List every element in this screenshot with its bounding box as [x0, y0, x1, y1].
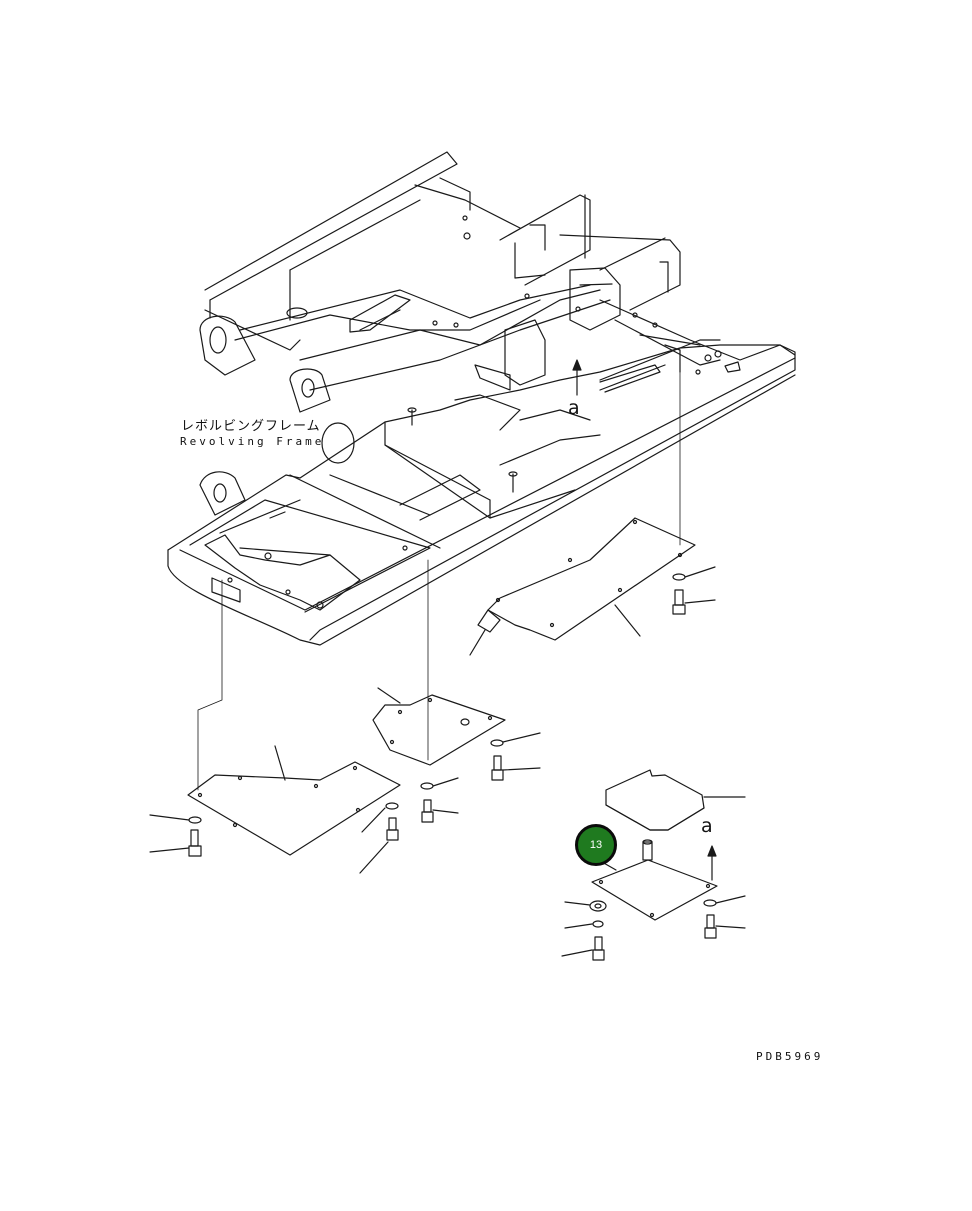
bolt-set-lower-left	[562, 901, 606, 960]
ref-marker-a-upper: a	[568, 397, 580, 419]
bolt-set-middle-right	[491, 733, 540, 780]
drawing-code: PDB5969	[756, 1050, 824, 1063]
bolt-set-right-plate	[673, 567, 715, 614]
right-cover-plate	[470, 372, 695, 655]
bolt-set-left-plate-left	[150, 815, 201, 856]
top-cover-pad	[606, 770, 745, 830]
ref-arrow-a-lower	[708, 846, 716, 880]
bolt-set-left-plate-right	[360, 803, 398, 873]
bolt-set-lower-right	[704, 896, 745, 938]
frame-label-japanese: レボルビングフレーム	[181, 419, 321, 434]
left-cover-plate	[188, 580, 400, 855]
middle-cover-plate	[373, 560, 505, 765]
bolt-set-middle-left	[421, 778, 458, 822]
part-number-badge[interactable]: 13	[575, 824, 617, 866]
frame-label-english: Revolving Frame	[180, 435, 325, 448]
revolving-frame	[168, 152, 795, 645]
ref-arrow-a-upper	[573, 360, 581, 395]
ref-marker-a-lower: a	[701, 815, 713, 837]
